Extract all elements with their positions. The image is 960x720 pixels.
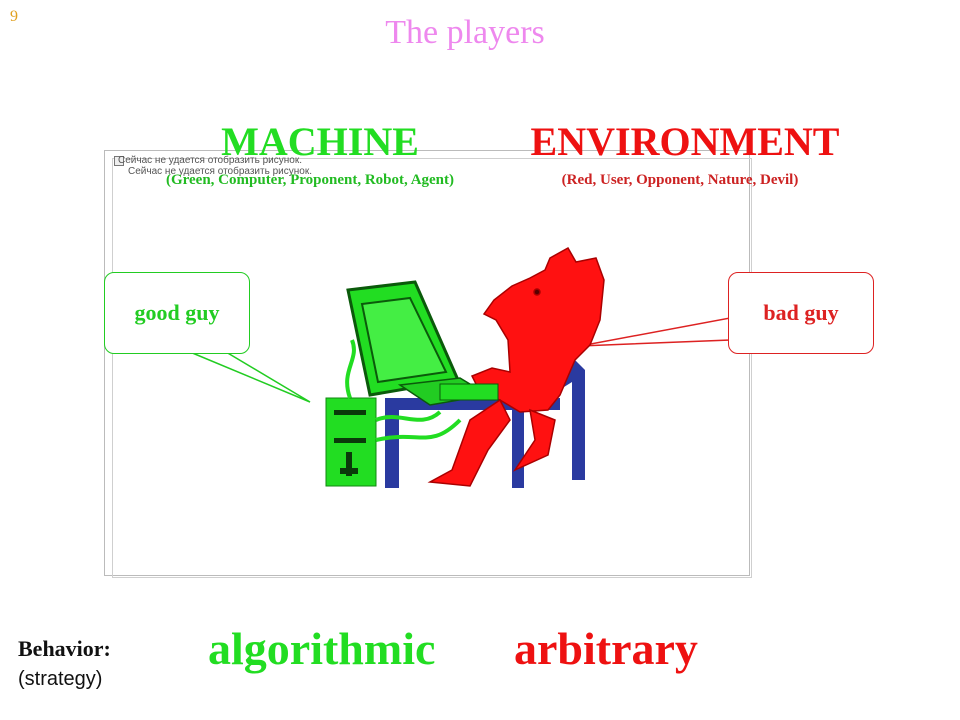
bad-guy-bubble: bad guy [728,272,874,354]
environment-heading: ENVIRONMENT [530,119,840,164]
cable-drawing [345,339,462,442]
devil-drawing [427,246,605,487]
machine-heading: MACHINE [221,119,419,164]
good-guy-bubble-tail [189,351,311,403]
broken-image-icon [114,156,124,166]
environment-behavior: arbitrary [514,623,698,674]
broken-image-caption: Сейчас не удается отобразить рисунок. [118,155,302,166]
behavior-label: Behavior: [18,636,111,661]
computer-tower-drawing [325,397,377,487]
slide-number: 9 [10,8,18,25]
environment-aliases: (Red, User, Opponent, Nature, Devil) [561,172,799,188]
keyboard-drawing [439,383,499,401]
strategy-label: (strategy) [18,668,103,690]
machine-behavior: algorithmic [208,623,436,674]
machine-aliases: (Green, Computer, Proponent, Robot, Agen… [165,172,455,188]
good-guy-bubble: good guy [104,272,250,354]
bad-guy-bubble-tail [579,317,731,347]
broken-image-caption-second: Сейчас не удается отобразить рисунок. [128,166,312,177]
slide-title: The players [385,14,545,51]
picture-frame-inner [112,158,752,578]
